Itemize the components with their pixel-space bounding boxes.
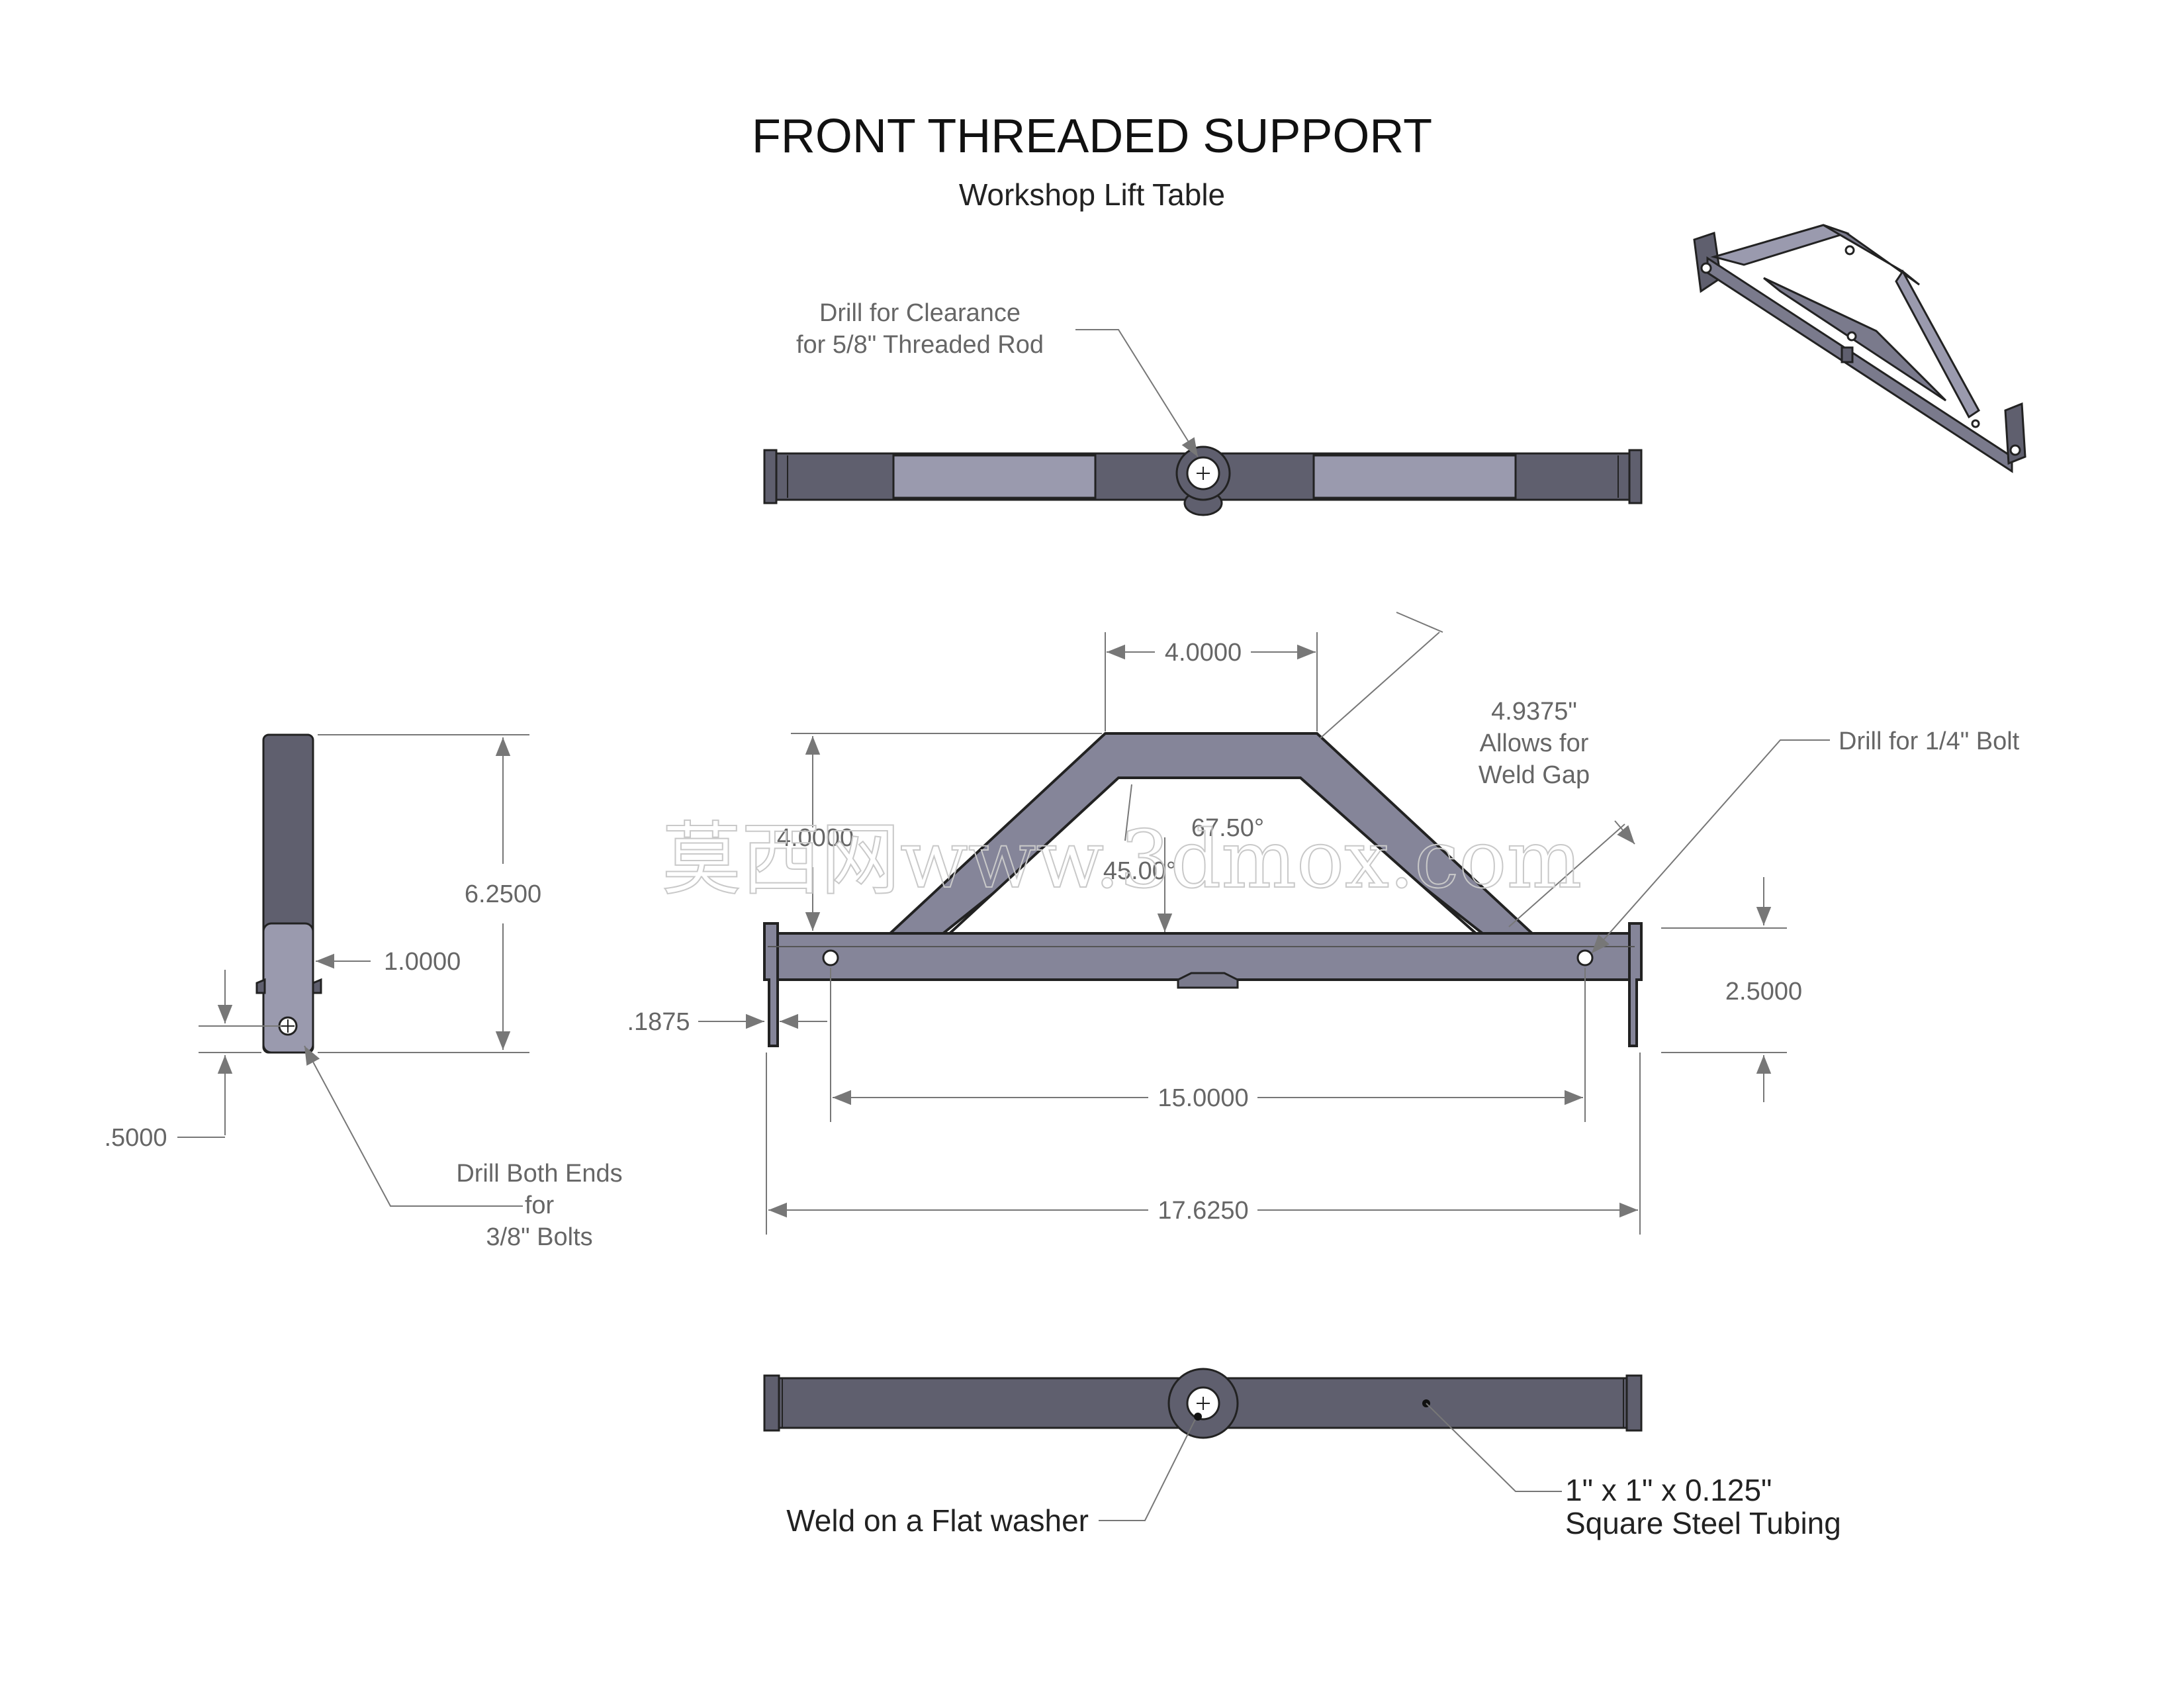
svg-text:4.0000: 4.0000 [1165,639,1242,667]
svg-text:Drill for Clearance: Drill for Clearance [819,299,1021,327]
isometric-view [1693,224,2026,473]
svg-text:3/8" Bolts: 3/8" Bolts [486,1223,592,1251]
svg-text:Allows for: Allows for [1480,729,1589,757]
svg-text:.1875: .1875 [627,1008,690,1036]
svg-text:67.50°: 67.50° [1191,814,1264,842]
drawing-title: FRONT THREADED SUPPORT [752,110,1432,163]
svg-text:15.0000: 15.0000 [1158,1084,1248,1112]
note-drill-quarter-bolt: Drill for 1/4" Bolt [1591,727,2020,954]
svg-text:Square Steel Tubing: Square Steel Tubing [1565,1506,1841,1540]
svg-text:for 5/8" Threaded Rod: for 5/8" Threaded Rod [796,331,1044,359]
svg-text:4.0000: 4.0000 [777,824,854,852]
svg-text:17.6250: 17.6250 [1158,1197,1248,1225]
front-view [763,732,1643,1047]
dim-side-width: 1.0000 [316,948,461,976]
svg-text:4.9375": 4.9375" [1491,698,1577,726]
note-tubing: 1" x 1" x 0.125" Square Steel Tubing [1426,1403,1841,1540]
dim-side-hole-offset: .5000 [104,970,281,1152]
side-view [255,733,322,1054]
drawing-subtitle: Workshop Lift Table [959,177,1225,212]
svg-text:Drill for 1/4" Bolt: Drill for 1/4" Bolt [1839,727,2020,755]
svg-text:45.00°: 45.00° [1103,857,1176,885]
bolt-hole-right-icon [1576,949,1594,966]
svg-text:.5000: .5000 [104,1124,167,1152]
top-view [763,445,1643,516]
bolt-hole-left-icon [822,949,839,966]
dim-overall-length: 17.6250 [766,1053,1641,1235]
svg-text:2.5000: 2.5000 [1725,978,1802,1006]
dim-angle-bottom: 45.00° [1103,837,1176,932]
note-drill-clearance: Drill for Clearance for 5/8" Threaded Ro… [796,299,1199,457]
dim-angle-top: 67.50° [1124,784,1264,842]
svg-text:Weld Gap: Weld Gap [1479,761,1590,789]
note-weld-washer: Weld on a Flat washer [786,1413,1202,1538]
dim-side-height: 6.2500 [318,734,541,1053]
svg-text:6.2500: 6.2500 [465,880,541,908]
dim-flange: .1875 [627,1008,827,1036]
dim-top-width: 4.0000 [1105,632,1318,731]
note-drill-both-ends: Drill Both Ends for 3/8" Bolts [304,1045,623,1251]
svg-text:Weld on a Flat washer: Weld on a Flat washer [786,1503,1089,1538]
dim-hole-spacing: 15.0000 [830,968,1586,1122]
dim-height: 4.0000 [777,733,1102,931]
svg-text:1" x 1" x 0.125": 1" x 1" x 0.125" [1565,1473,1772,1507]
dim-weld-gap: 4.9375" Allows for Weld Gap [1320,612,1635,927]
svg-text:1.0000: 1.0000 [384,948,461,976]
watermark: 莫西网www.3dmox.com [662,814,1582,906]
svg-text:Drill Both Ends: Drill Both Ends [456,1160,622,1188]
svg-text:for: for [525,1192,555,1219]
dim-right-height: 2.5000 [1661,877,1802,1102]
bottom-view [763,1368,1643,1439]
